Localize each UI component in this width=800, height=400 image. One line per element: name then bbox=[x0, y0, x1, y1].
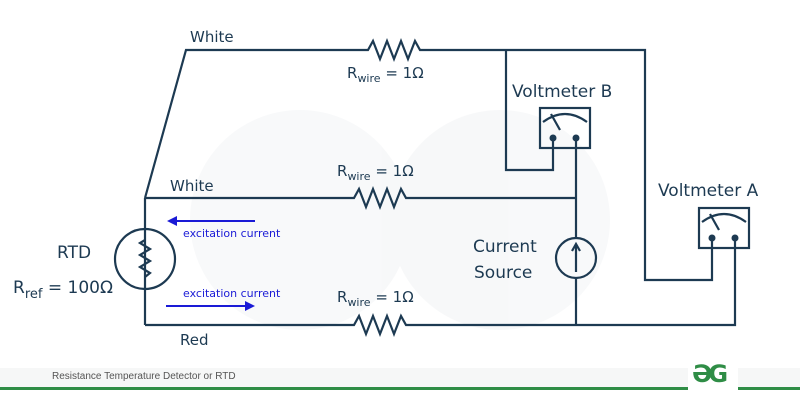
resistor-label-middle: Rwire = 1Ω bbox=[337, 162, 414, 183]
excitation-arrow-top bbox=[167, 216, 255, 226]
rtd-label: RTD bbox=[57, 243, 91, 263]
watermark bbox=[190, 110, 610, 330]
wire-voltmeter-b-left bbox=[504, 50, 555, 172]
logo-background bbox=[688, 362, 738, 396]
resistor-bottom bbox=[348, 240, 737, 338]
wire-top-right bbox=[428, 48, 714, 282]
excitation-label-top: excitation current bbox=[183, 227, 281, 240]
voltmeter-b-label: Voltmeter B bbox=[512, 82, 612, 102]
rtd-ref-label: Rref = 100Ω bbox=[13, 278, 113, 302]
resistor-label-top: Rwire = 1Ω bbox=[347, 64, 424, 85]
wire-label-top: White bbox=[190, 28, 234, 46]
footer-divider bbox=[0, 387, 800, 390]
excitation-arrow-bottom bbox=[166, 301, 255, 311]
rtd-symbol bbox=[113, 227, 177, 291]
excitation-label-bottom: excitation current bbox=[183, 287, 281, 300]
resistor-middle bbox=[348, 185, 576, 211]
brand-logo-icon: ƏG bbox=[692, 360, 728, 388]
wire-label-bottom: Red bbox=[180, 331, 209, 349]
resistor-label-bottom: Rwire = 1Ω bbox=[337, 288, 414, 309]
voltmeter-a-label: Voltmeter A bbox=[658, 181, 759, 201]
footer-bar bbox=[0, 368, 800, 390]
voltmeter-a-symbol bbox=[697, 206, 751, 250]
voltmeter-b-symbol bbox=[538, 106, 592, 150]
footer-caption: Resistance Temperature Detector or RTD bbox=[52, 371, 236, 382]
wire-top-white bbox=[143, 48, 362, 199]
wire-label-middle: White bbox=[170, 177, 214, 195]
current-source-label-line2: Source bbox=[474, 263, 532, 283]
current-source-label-line1: Current bbox=[473, 237, 537, 257]
current-source-symbol bbox=[554, 236, 598, 280]
resistor-top bbox=[362, 37, 428, 63]
